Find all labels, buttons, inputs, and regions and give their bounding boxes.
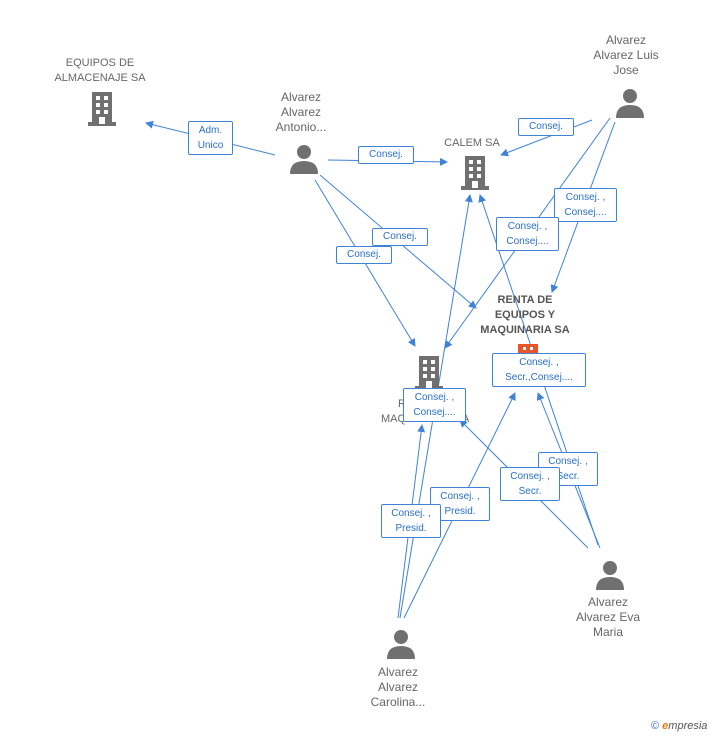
edge-label-consej-luis-renta[interactable]: Consej. , Consej.... — [554, 188, 617, 222]
node-renta-label[interactable]: RENTA DE EQUIPOS Y MAQUINARIA SA — [480, 294, 570, 336]
node-calem-label[interactable]: CALEM SA — [444, 137, 500, 149]
brand-logo-e: e — [662, 720, 669, 732]
node-equipos-almacenaje-label[interactable]: EQUIPOS DE ALMACENAJE SA — [54, 57, 146, 84]
node-maquinaria-label-a[interactable]: R — [398, 398, 406, 410]
node-alvarez-carolina-label[interactable]: Alvarez Alvarez Carolina... — [370, 665, 426, 709]
edge-label-adm-unico[interactable]: Adm. Unico — [188, 121, 233, 155]
person-icon[interactable] — [386, 629, 416, 659]
person-icon[interactable] — [289, 144, 319, 174]
node-alvarez-antonio-label[interactable]: Alvarez Alvarez Antonio... — [275, 90, 327, 134]
edge-label-maq-box[interactable]: Consej. , Consej.... — [403, 388, 466, 422]
person-icon[interactable] — [615, 88, 645, 118]
edge-label-eva-consej-secr-b[interactable]: Consej. , Secr. — [500, 467, 560, 501]
edge-label-consej-antonio-calem[interactable]: Consej. — [358, 146, 414, 164]
edge-label-consej-center[interactable]: Consej. , Consej.... — [496, 217, 559, 251]
building-icon[interactable] — [413, 356, 445, 390]
brand-name: mpresia — [668, 720, 708, 732]
edge-label-consej-luis-calem[interactable]: Consej. — [518, 118, 574, 136]
building-icon[interactable] — [459, 156, 491, 190]
building-icon[interactable] — [86, 92, 118, 126]
person-icon[interactable] — [595, 560, 625, 590]
node-alvarez-luis-label[interactable]: Alvarez Alvarez Luis Jose — [593, 33, 659, 77]
edge-luis-calem — [500, 119, 593, 157]
footer-copyright: © empresia — [651, 720, 707, 732]
copyright-icon: © — [651, 720, 660, 732]
edge-label-carolina-presid-b[interactable]: Consej. , Presid. — [381, 504, 441, 538]
edge-label-consej-antonio-maq[interactable]: Consej. — [336, 246, 392, 264]
edge-label-renta-box[interactable]: Consej. , Secr.,Consej.... — [492, 353, 586, 387]
edge-label-consej-antonio-renta[interactable]: Consej. — [372, 228, 428, 246]
node-alvarez-eva-label[interactable]: Alvarez Alvarez Eva Maria — [575, 595, 641, 639]
